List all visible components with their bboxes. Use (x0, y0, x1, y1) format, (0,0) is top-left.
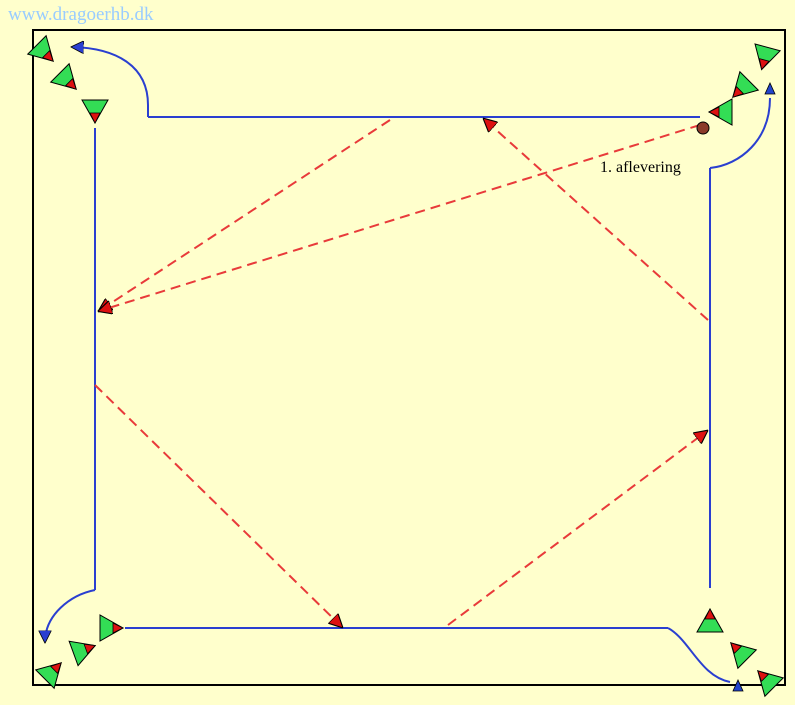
site-watermark: www.dragoerhb.dk (8, 4, 154, 25)
pass-arrow-top-to-left (99, 119, 391, 311)
run-path-bottom-left-curve (45, 589, 96, 642)
pass-arrow-first-pass (99, 124, 701, 311)
first-pass-label: 1. aflevering (600, 159, 681, 176)
player-bottom-left-1-icon (99, 614, 124, 642)
run-path-top-right-curve (709, 97, 771, 169)
cone-top-right-icon (764, 82, 776, 95)
run-path-bottom-right-curve (667, 627, 731, 683)
player-top-left-3-icon (81, 99, 109, 124)
player-bottom-left-3-icon (35, 653, 71, 689)
player-bottom-right-2-icon (721, 633, 757, 669)
player-top-right-3-icon (708, 98, 733, 126)
player-top-right-1-icon (748, 43, 781, 74)
ball-icon (696, 121, 710, 135)
player-top-left-2-icon (50, 63, 86, 99)
run-path-top-left-curve (72, 47, 149, 117)
player-bottom-right-3-icon (748, 661, 784, 697)
player-bottom-right-1-icon (696, 608, 724, 633)
pass-arrow-left-to-bottom (94, 384, 342, 627)
pass-arrow-bottom-to-right (447, 431, 707, 626)
field-border (32, 29, 786, 686)
player-bottom-left-2-icon (68, 632, 101, 667)
pass-arrow-right-to-top (484, 119, 709, 321)
